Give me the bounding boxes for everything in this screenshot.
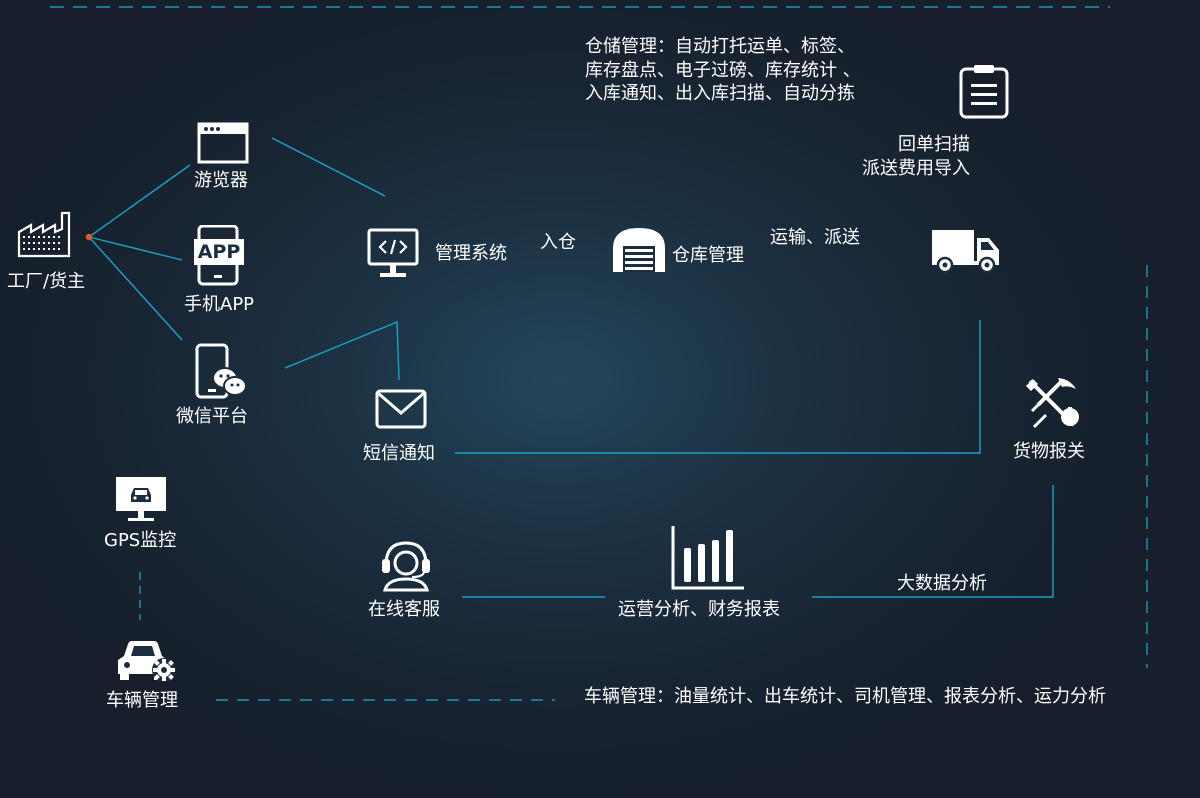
edge-label-inbound: 入仓: [540, 232, 576, 253]
warehouse-icon: [611, 226, 667, 274]
node-label-mobile-app: 手机APP: [184, 294, 255, 315]
storage-note-line-3: 入库通知、出入库扫描、自动分拣: [585, 83, 855, 104]
storage-notes: 仓储管理：自动打托运单、标签、 库存盘点、电子过磅、库存统计 、 入库通知、出入…: [585, 35, 861, 106]
node-label-customs: 货物报关: [1013, 441, 1085, 462]
factory-dot: [85, 233, 93, 241]
receipt-notes: 回单扫描 派送费用导入: [852, 133, 970, 180]
node-label-mgmt-system: 管理系统: [435, 243, 507, 264]
edge-wechat-sms: [284, 320, 400, 381]
app-badge-text: APP: [197, 241, 241, 263]
edge-truck-sms: [455, 320, 981, 454]
receipt-note-line-1: 回单扫描: [898, 134, 970, 155]
truck-icon: [931, 228, 1001, 274]
node-label-ops: 运营分析、财务报表: [618, 599, 780, 620]
node-label-vehicle-mgmt: 车辆管理: [106, 690, 178, 711]
node-label-wechat: 微信平台: [176, 406, 248, 427]
headset-agent-icon: [379, 539, 433, 593]
factory-icon: [16, 208, 76, 260]
mobile-app-icon: APP: [192, 225, 246, 287]
storage-note-line-1: 仓储管理：自动打托运单、标签、: [585, 36, 855, 57]
edge-factory-app: [88, 236, 183, 261]
receipt-note-line-2: 派送费用导入: [862, 157, 970, 179]
gps-monitor-icon: [114, 475, 168, 523]
browser-icon: [197, 122, 249, 164]
edge-customs-ops: [812, 485, 1054, 598]
edge-label-big-data: 大数据分析: [897, 573, 987, 594]
node-label-factory: 工厂/货主: [7, 271, 86, 292]
edge-browser-system: [271, 137, 386, 197]
node-label-browser: 游览器: [194, 170, 248, 191]
edge-factory-browser: [88, 164, 191, 238]
node-label-sms: 短信通知: [363, 443, 435, 464]
car-gear-icon: [116, 634, 178, 684]
node-label-warehouse: 仓库管理: [672, 245, 744, 266]
node-label-gps: GPS监控: [104, 530, 177, 551]
node-label-service: 在线客服: [368, 599, 440, 620]
clipboard-icon: [958, 64, 1010, 120]
customs-tools-icon: [1024, 377, 1082, 435]
bar-chart-icon: [670, 524, 746, 592]
vehicle-notes: 车辆管理：油量统计、出车统计、司机管理、报表分析、运力分析: [584, 686, 1106, 707]
code-monitor-icon: [367, 228, 419, 280]
mail-icon: [375, 389, 427, 429]
edge-label-transport: 运输、派送: [770, 227, 860, 248]
storage-note-line-2: 库存盘点、电子过磅、库存统计 、: [585, 59, 861, 81]
edge-factory-wechat: [88, 236, 183, 341]
wechat-phone-icon: [193, 343, 249, 401]
